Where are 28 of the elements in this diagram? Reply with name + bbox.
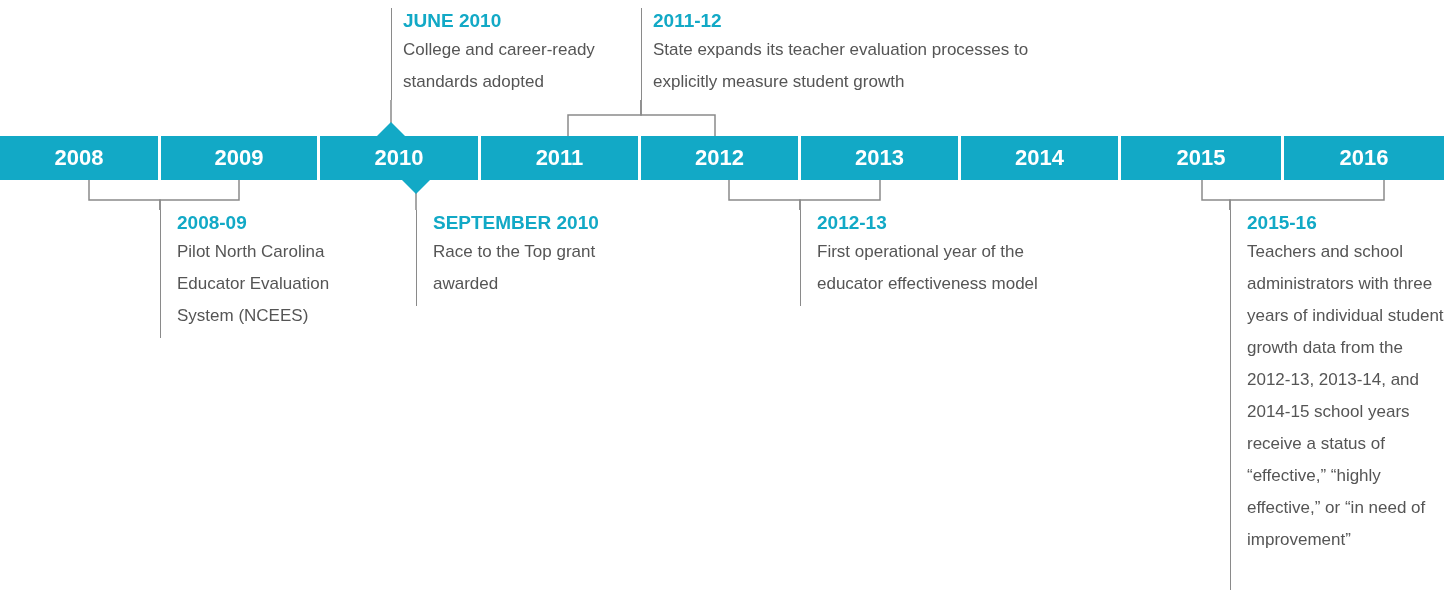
connector-line <box>1229 179 1385 211</box>
event-date: 2012-13 <box>817 211 887 235</box>
year-segment: 2008 <box>0 136 158 180</box>
year-segment: 2010 <box>320 136 478 180</box>
connector-line <box>159 179 240 211</box>
event-description: First operational year of the educator effectiveness model <box>817 241 1039 295</box>
event-description: Race to the Top grant awarded <box>433 241 597 295</box>
year-segment: 2013 <box>801 136 958 180</box>
event-description: College and career-ready standards adopted <box>403 39 596 93</box>
event-callout <box>1230 210 1446 590</box>
year-segment: 2014 <box>961 136 1118 180</box>
event-description: Teachers and school administrators with three years of individual student growth data from the 2012-13, 2013-14, and 2014-15 school years receive a status of “effective,” “highly effective,” or “in need of improvement” <box>1247 241 1445 551</box>
event-date: SEPTEMBER 2010 <box>433 211 599 235</box>
year-segment: 2016 <box>1284 136 1444 180</box>
connector-line <box>402 179 430 211</box>
connector-line <box>377 99 405 137</box>
event-date: JUNE 2010 <box>403 9 502 33</box>
connector-line <box>640 99 716 137</box>
event-date: 2008-09 <box>177 211 247 235</box>
event-description: State expands its teacher evaluation processes to explicitly measure student growth <box>653 39 1030 93</box>
connector-line <box>799 179 881 211</box>
year-segment: 2015 <box>1121 136 1281 180</box>
year-segment: 2009 <box>161 136 317 180</box>
year-segment: 2012 <box>641 136 798 180</box>
event-description: Pilot North Carolina Educator Evaluation System (NCEES) <box>177 241 331 327</box>
year-segment: 2011 <box>481 136 638 180</box>
event-date: 2015-16 <box>1247 211 1317 235</box>
event-date: 2011-12 <box>653 9 722 33</box>
